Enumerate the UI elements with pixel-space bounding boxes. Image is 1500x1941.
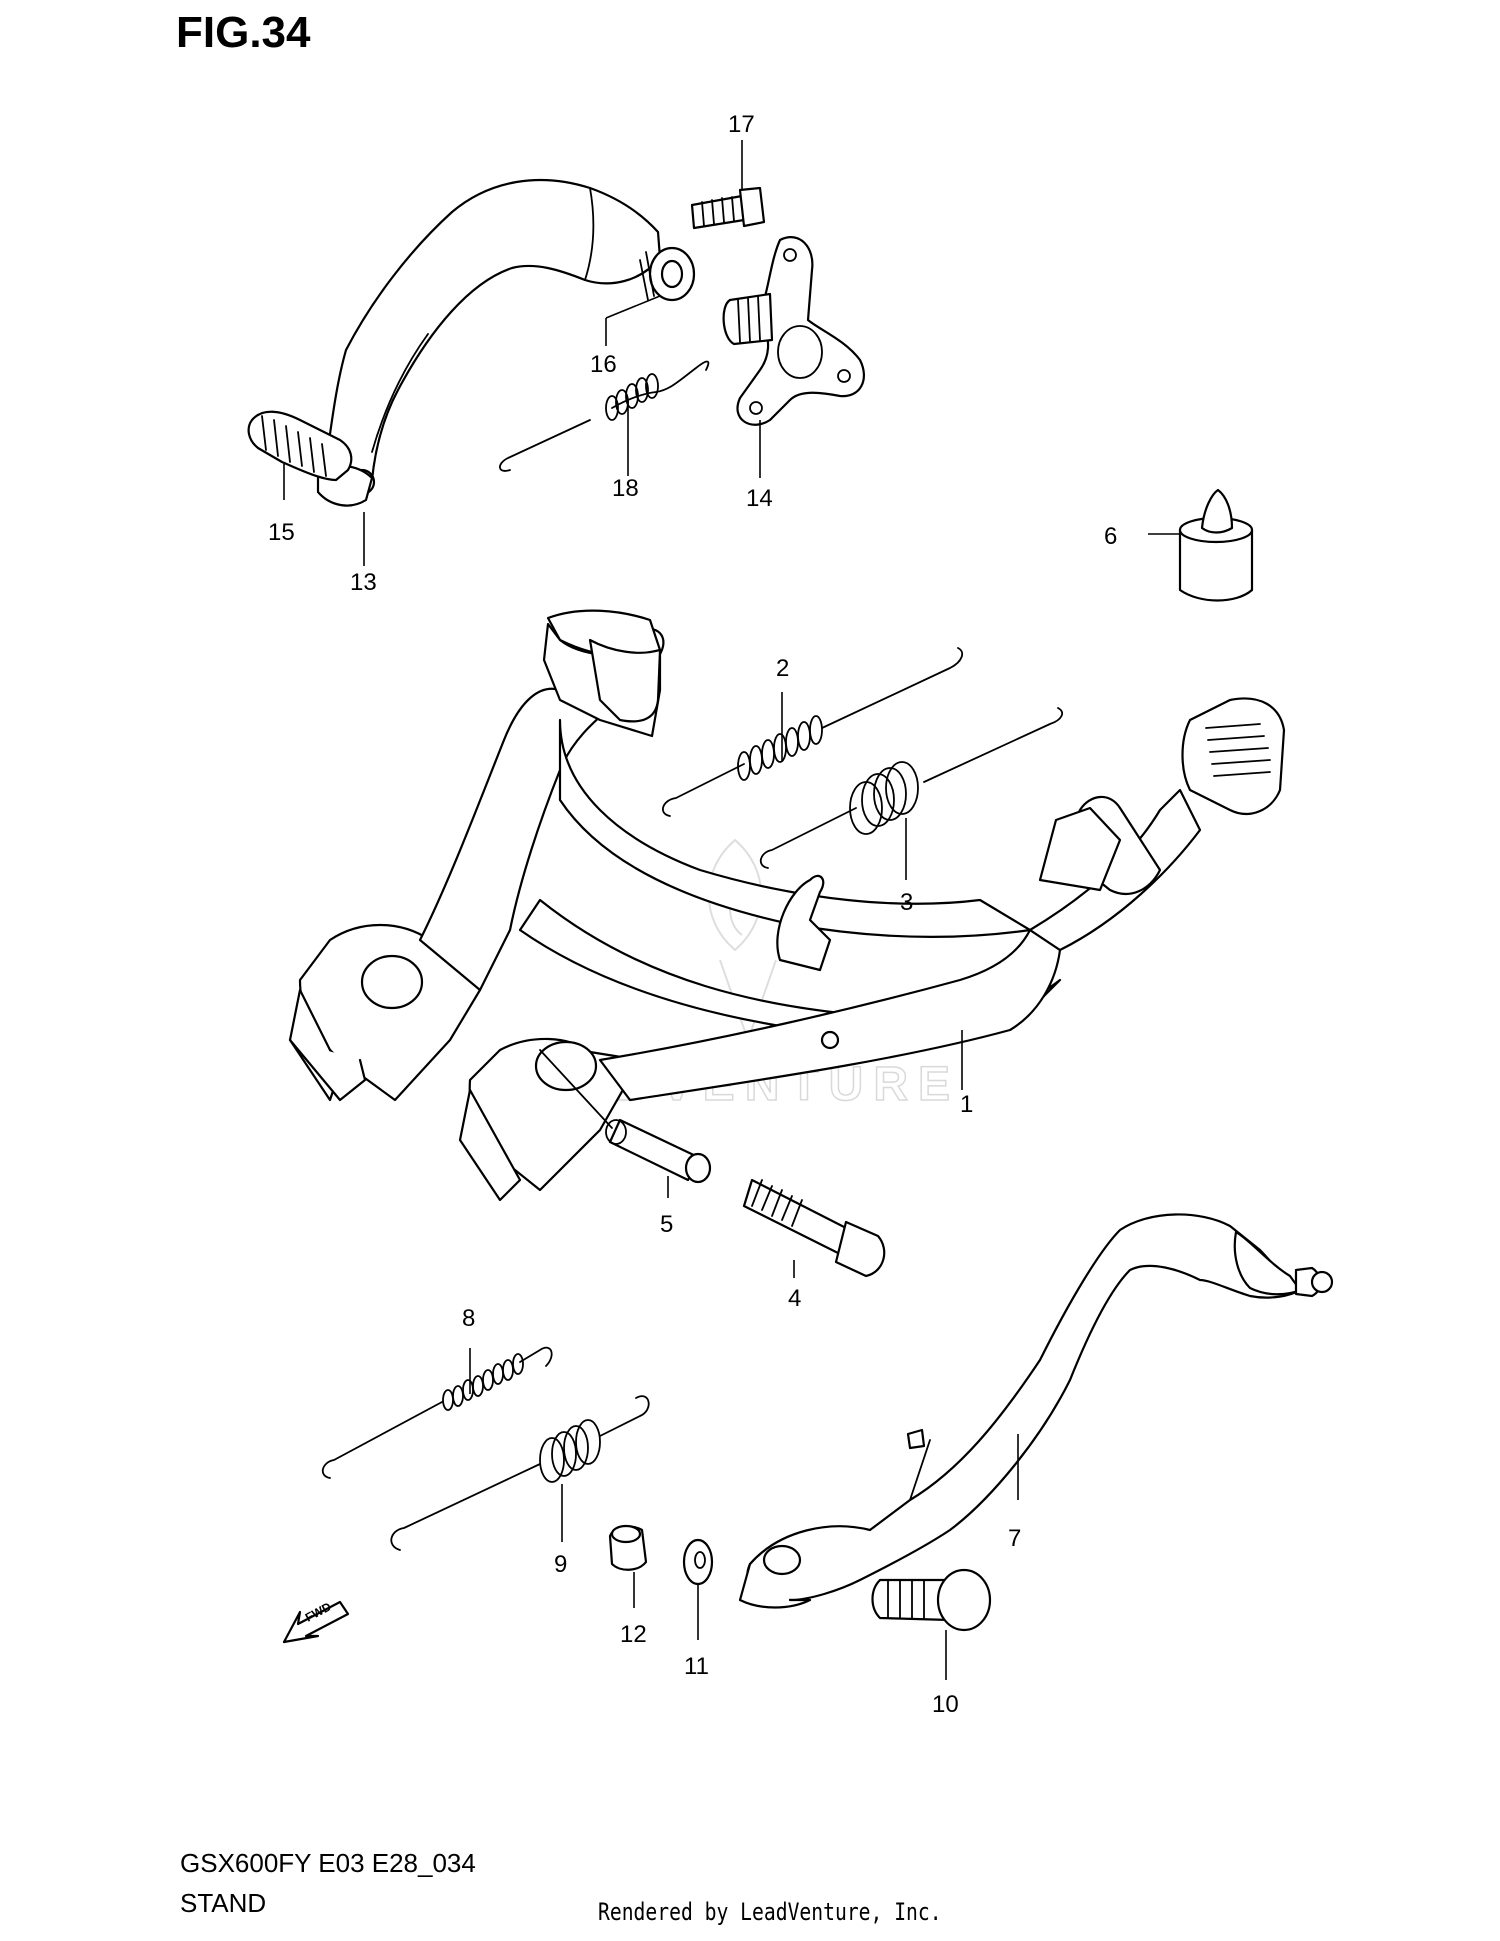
spring-9 — [390, 1395, 650, 1551]
callout-12: 12 — [620, 1621, 647, 1648]
callout-5: 5 — [660, 1211, 673, 1238]
callout-2: 2 — [776, 655, 789, 682]
pedal-arm-14 — [722, 236, 866, 426]
callout-10: 10 — [932, 1691, 959, 1718]
figure-title: FIG.34 — [176, 8, 311, 57]
leader-lines — [283, 140, 1180, 1680]
callout-4: 4 — [788, 1285, 801, 1312]
callout-3: 3 — [900, 889, 913, 916]
callout-17: 17 — [728, 111, 755, 138]
nut-12 — [608, 1524, 648, 1571]
bolt-17 — [690, 186, 766, 230]
callout-15: 15 — [268, 519, 295, 546]
callout-labels: 1 2 3 4 5 6 7 8 9 10 11 12 13 14 15 16 1… — [268, 111, 1117, 1718]
stopper-6 — [1178, 488, 1254, 602]
forward-arrow: FWD — [282, 1599, 350, 1644]
pin-5 — [539, 1049, 712, 1184]
pedal-rubber — [247, 410, 353, 482]
brake-pedal — [316, 178, 662, 507]
callout-6: 6 — [1104, 523, 1117, 550]
spring-18 — [499, 360, 710, 472]
washer-11 — [682, 1538, 714, 1586]
bolt-4 — [742, 1178, 886, 1278]
diagram-name: STAND — [180, 1888, 267, 1918]
callout-1: 1 — [960, 1091, 973, 1118]
callout-13: 13 — [350, 569, 377, 596]
spring-8 — [321, 1346, 553, 1479]
callout-16: 16 — [590, 351, 617, 378]
callout-7: 7 — [1008, 1525, 1021, 1552]
center-stand — [288, 609, 1286, 1202]
diagram-code: GSX600FY E03 E28_034 — [180, 1848, 476, 1878]
callout-14: 14 — [746, 485, 773, 512]
rendered-by-credit: Rendered by LeadVenture, Inc. — [598, 1898, 942, 1926]
callout-18: 18 — [612, 475, 639, 502]
callout-11: 11 — [684, 1653, 709, 1680]
spring-2 — [662, 647, 964, 817]
callout-9: 9 — [554, 1551, 567, 1578]
spring-3 — [759, 707, 1064, 869]
washer-16 — [639, 246, 696, 302]
callout-8: 8 — [462, 1305, 475, 1332]
bolt-10 — [871, 1568, 992, 1632]
side-stand — [738, 1213, 1334, 1609]
